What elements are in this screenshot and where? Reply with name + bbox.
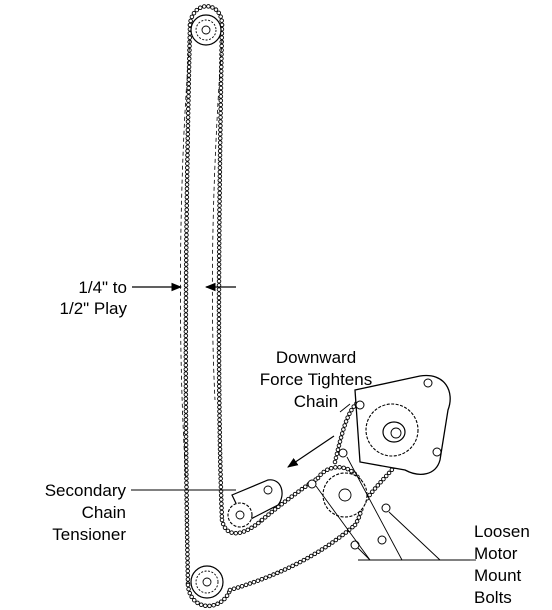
- bolt-icon: [307, 479, 317, 489]
- chain-links: [183, 22, 193, 586]
- bolts-label-line4: Bolts: [474, 588, 512, 607]
- force-label-line1: Downward: [276, 348, 356, 367]
- play-dashed-line: [180, 39, 191, 481]
- bolts-label-line3: Mount: [474, 566, 522, 585]
- chain-links: [187, 4, 225, 28]
- lower-chain-run: [230, 525, 355, 590]
- force-label-line3: Chain: [294, 392, 338, 411]
- bolt-icon: [355, 400, 365, 410]
- chain-links: [216, 22, 225, 519]
- sprocket-icon: [190, 14, 222, 46]
- bolt-icon: [381, 503, 391, 513]
- bolt-icon: [423, 378, 433, 388]
- bolt-icon: [338, 448, 348, 458]
- tensioner-label-line1: Secondary: [45, 481, 127, 500]
- arrow-icon: [287, 435, 335, 468]
- bolts-label-line1: Loosen: [474, 522, 530, 541]
- play-label-line1: 1/4" to: [78, 278, 127, 297]
- tensioner-bracket: [227, 479, 283, 528]
- chain-links: [227, 524, 355, 593]
- sprocket-icon: [322, 472, 368, 518]
- bolt-icon: [432, 447, 442, 457]
- tensioner-label-line2: Chain: [82, 503, 126, 522]
- bolts-label: Loosen Motor Mount Bolts: [474, 522, 530, 607]
- tensioner-label-line3: Tensioner: [52, 525, 126, 544]
- force-label-line2: Force Tightens: [260, 370, 372, 389]
- force-label: Downward Force Tightens Chain: [260, 348, 372, 411]
- sprocket-icon: [227, 502, 253, 528]
- bolt-leader-lines: [315, 456, 476, 561]
- sprocket-icon: [190, 565, 224, 599]
- chain-icon: [183, 4, 419, 609]
- bolt-icon: [377, 535, 387, 545]
- bolt-icon: [350, 540, 360, 550]
- motor-mount-plate: [354, 374, 451, 475]
- bolts-label-line2: Motor: [474, 544, 518, 563]
- play-label-line2: 1/2" Play: [60, 299, 128, 318]
- tensioner-label: Secondary Chain Tensioner: [45, 481, 127, 544]
- motor-mount-bolts: [307, 448, 391, 550]
- play-label: 1/4" to 1/2" Play: [60, 278, 128, 318]
